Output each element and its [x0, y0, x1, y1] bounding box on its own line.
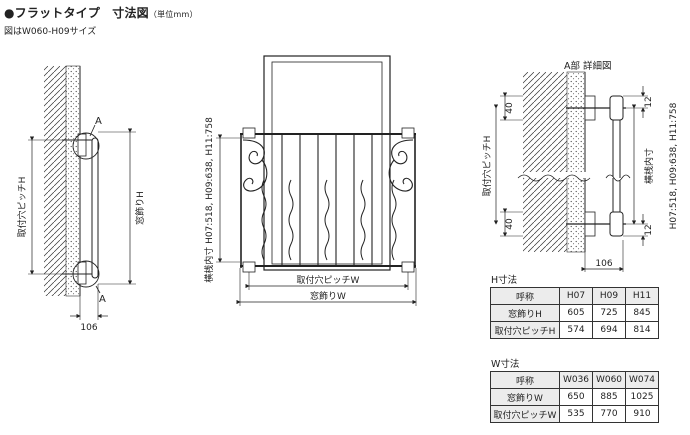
mount-bottom-left	[242, 261, 256, 273]
table-cell: 770	[592, 405, 626, 423]
table-cell: W060	[592, 371, 626, 389]
detail-dim-40-top: 40	[505, 102, 515, 114]
table-cell: 885	[592, 388, 626, 406]
table-cell: 取付穴ピッチW	[490, 405, 560, 423]
detail-height-label: H07:518, H09:638, H11:758	[669, 102, 679, 229]
table-row: 呼称 W036 W060 W074	[490, 371, 659, 389]
bracket-bottom	[77, 261, 87, 285]
front-pitch-w-label: 取付穴ピッチW	[297, 274, 360, 286]
detail-circle-top	[72, 132, 100, 160]
front-window-w-label: 窓飾りW	[310, 290, 346, 302]
window-frame-inner	[271, 61, 383, 265]
detail-circle-bottom	[72, 260, 100, 288]
table-cell: W036	[559, 371, 593, 389]
table-cell: 窓飾りH	[490, 304, 560, 322]
detail-cap-top	[609, 95, 624, 121]
detail-depth-label: 106	[595, 259, 612, 269]
detail-view: 40 40 取付穴ピッチH 12 12 横桟内寸 H07:518, H09:63…	[481, 71, 679, 272]
side-view: A A 取付穴ピッチH 窓飾りH 106	[16, 65, 146, 333]
table-cell: 605	[559, 304, 593, 322]
side-window-h-label: 窓飾りH	[134, 191, 146, 225]
table-cell: 910	[625, 405, 659, 423]
table-cell: W074	[625, 371, 659, 389]
front-inner-height-label: 横桟内寸 H07:518, H09:638, H11:758	[203, 117, 215, 283]
table-row: 取付穴ピッチW 535 770 910	[490, 405, 659, 423]
table-cell: 725	[592, 304, 626, 322]
h-dimension-table: 呼称 H07 H09 H11 窓飾りH 605 725 845 取付穴ピッチH …	[490, 287, 659, 339]
table-row: 窓飾りH 605 725 845	[490, 304, 659, 322]
bracket-top	[77, 133, 87, 157]
page-title-text: ●フラットタイプ 寸法図	[4, 6, 149, 20]
table-row: 呼称 H07 H09 H11	[490, 287, 659, 305]
break-line	[517, 174, 591, 182]
header: ●フラットタイプ 寸法図（単位mm） 図はW060-H09サイズ	[4, 4, 198, 37]
table-cell: 取付穴ピッチH	[490, 321, 560, 339]
side-depth-label: 106	[80, 323, 97, 333]
detail-inner-label: 横桟内寸	[643, 148, 655, 184]
mount-top-left	[242, 127, 256, 139]
mount-bottom-right	[401, 261, 415, 273]
page-subtitle: 図はW060-H09サイズ	[4, 27, 97, 37]
scroll-ornament-left	[242, 139, 268, 192]
railing-post-side	[91, 137, 99, 279]
mount-top-right	[401, 127, 415, 139]
twisted-bars	[261, 179, 397, 261]
detail-wall-plaster	[566, 71, 586, 253]
w-dimension-table: 呼称 W036 W060 W074 窓飾りW 650 885 1025 取付穴ピ…	[490, 371, 659, 423]
table-row: 窓飾りW 650 885 1025	[490, 388, 659, 406]
detail-dim-12-top: 12	[644, 96, 654, 107]
table-cell: H07	[559, 287, 593, 305]
scroll-ornament-right	[388, 139, 414, 192]
table-cell: 呼称	[490, 287, 560, 305]
page-title-unit: （単位mm）	[148, 10, 198, 19]
table-cell: H11	[625, 287, 659, 305]
detail-pitch-h-label: 取付穴ピッチH	[481, 136, 493, 197]
detail-title: A部 詳細図	[564, 61, 612, 72]
side-mark-a-top: A	[95, 116, 102, 127]
wall-hatch	[44, 66, 66, 296]
w-table-caption: W寸法	[491, 359, 520, 370]
detail-cap-bottom	[609, 211, 624, 237]
window-frame	[263, 55, 391, 271]
table-cell: 呼称	[490, 371, 560, 389]
table-cell: 814	[625, 321, 659, 339]
front-view: 取付穴ピッチW 窓飾りW 横桟内寸 H07:518, H09:638, H11:…	[203, 55, 417, 306]
table-cell: 574	[559, 321, 593, 339]
detail-dim-12-bottom: 12	[644, 224, 654, 235]
table-cell: 845	[625, 304, 659, 322]
detail-dim-40-bottom: 40	[505, 218, 515, 230]
side-mark-a-bottom: A	[99, 294, 106, 305]
table-cell: 1025	[625, 388, 659, 406]
table-cell: 694	[592, 321, 626, 339]
table-cell: H09	[592, 287, 626, 305]
railing-bars	[281, 134, 373, 266]
table-row: 取付穴ピッチH 574 694 814	[490, 321, 659, 339]
table-cell: 535	[559, 405, 593, 423]
side-pitch-h-label: 取付穴ピッチH	[16, 177, 28, 238]
table-cell: 窓飾りW	[490, 388, 560, 406]
detail-wall-hatch	[523, 72, 567, 252]
table-cell: 650	[559, 388, 593, 406]
page-title: ●フラットタイプ 寸法図（単位mm）	[4, 4, 198, 21]
wall-plaster	[65, 65, 81, 297]
h-table-caption: H寸法	[491, 275, 518, 286]
